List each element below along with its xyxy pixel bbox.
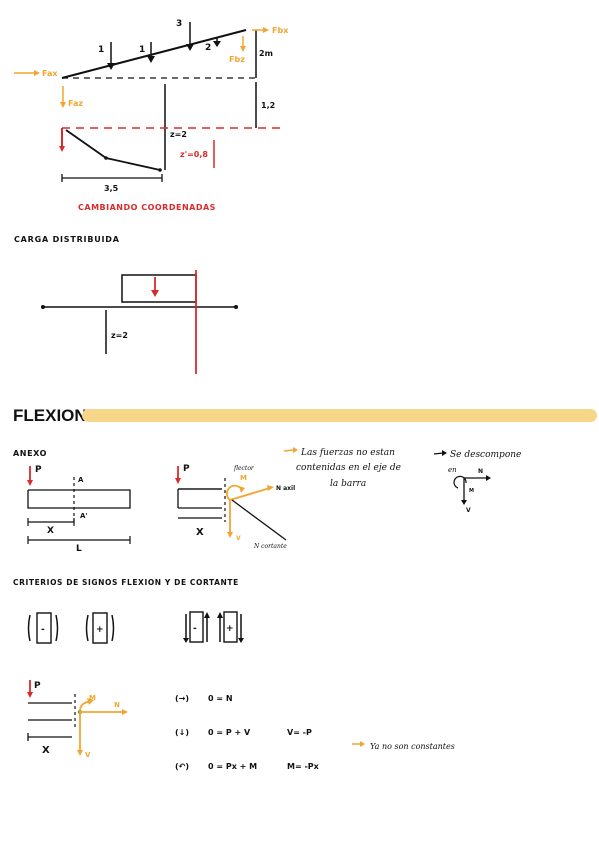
z-label: z=2 <box>170 130 187 139</box>
fbz-label: Fbz <box>229 55 245 64</box>
title-highlight-bar <box>82 409 597 422</box>
v-label: V <box>236 535 241 542</box>
small-n-label: N <box>478 468 483 475</box>
eq-m-label: M <box>89 694 96 702</box>
eq2-result: V= -P <box>287 728 312 737</box>
p-label: P <box>35 465 42 475</box>
flexion-title: FLEXION <box>13 406 87 425</box>
bending-plus: + <box>96 625 104 635</box>
shear-plus: + <box>226 624 234 634</box>
fax-label: Fax <box>42 69 58 78</box>
equations-section: P M N V X (→) 0 = N (↓) 0 = P + V V= -P … <box>27 680 455 771</box>
eq-n-label: N <box>114 701 120 709</box>
cortante-label: N cortante <box>253 543 287 550</box>
eq3-prefix: (↶) <box>175 762 189 771</box>
shear-positive-element <box>223 611 238 643</box>
a-label: A <box>78 476 84 484</box>
deformed-polyline <box>65 129 161 171</box>
anexo-section: ANEXO P A A' X L P X flector M <box>13 447 521 554</box>
p2-label: P <box>183 464 190 474</box>
m-label: M <box>240 474 247 482</box>
n-arrow <box>229 487 271 501</box>
top-beam-diagram: 1 1 3 2 Fax Faz Fbx Fbz 2m 1,2 z=2 z'=0,… <box>14 19 289 212</box>
eq1: 0 = N <box>208 694 233 703</box>
x-label: X <box>47 526 54 536</box>
x2-label: X <box>196 527 204 538</box>
anexo-title: ANEXO <box>13 449 47 458</box>
eq2: 0 = P + V <box>208 728 251 737</box>
load-label-1: 1 <box>98 45 104 55</box>
small-v-label: V <box>466 507 471 514</box>
criterios-title: CRITERIOS DE SIGNOS FLEXION Y DE CORTANT… <box>13 578 239 587</box>
load-label-2: 1 <box>139 45 145 55</box>
shear-minus: - <box>193 624 197 634</box>
cortante-line <box>231 499 287 541</box>
carga-title: CARGA DISTRIBUIDA <box>14 235 120 244</box>
eq2-prefix: (↓) <box>175 728 189 737</box>
eq-p-label: P <box>34 681 41 691</box>
bending-negative-element <box>36 612 52 644</box>
small-moment-arc <box>453 475 467 489</box>
note-line-2: contenidas en el eje de <box>296 463 401 473</box>
criterios-section: CRITERIOS DE SIGNOS FLEXION Y DE CORTANT… <box>13 578 244 644</box>
note-line-1: Las fuerzas no estan <box>300 448 395 458</box>
faz-label: Faz <box>68 99 83 108</box>
a-prime-label: A' <box>80 512 88 520</box>
bending-minus: - <box>41 625 45 635</box>
en-label: en <box>448 466 457 474</box>
not-constant-note: Ya no son constantes <box>370 742 455 751</box>
coordinates-caption: CAMBIANDO COORDENADAS <box>78 203 216 212</box>
l-label: L <box>76 544 82 554</box>
decompose-note: Se descompone <box>450 450 521 460</box>
shear-negative-element <box>189 611 204 643</box>
eq-v-label: V <box>85 751 91 759</box>
distributed-load-box <box>121 274 197 303</box>
eq-x-label: X <box>42 745 50 756</box>
base-length-label: 3,5 <box>104 184 119 193</box>
flector-label: flector <box>233 465 255 472</box>
eq3-result: M= -Px <box>287 762 320 771</box>
load-label-4: 2 <box>205 43 211 53</box>
length-label: 1,2 <box>261 101 275 110</box>
anexo-beam <box>27 489 131 509</box>
eq-moment-arc <box>79 701 91 713</box>
carga-distribuida-section: CARGA DISTRIBUIDA z=2 <box>14 235 238 374</box>
eq3: 0 = Px + M <box>208 762 257 771</box>
carga-z-label: z=2 <box>111 331 128 340</box>
flexion-header: FLEXION <box>13 406 597 425</box>
bending-positive-element <box>92 612 108 644</box>
z-prime-label: z'=0,8 <box>180 150 208 159</box>
eq1-prefix: (→) <box>175 694 189 703</box>
n-axil-label: N axil <box>276 485 295 492</box>
inclined-beam <box>61 29 247 79</box>
note-line-3: la barra <box>330 479 366 489</box>
small-m-label: M <box>469 488 474 494</box>
load-label-3: 3 <box>176 19 182 29</box>
height-label: 2m <box>259 49 273 58</box>
fbx-label: Fbx <box>272 26 289 35</box>
